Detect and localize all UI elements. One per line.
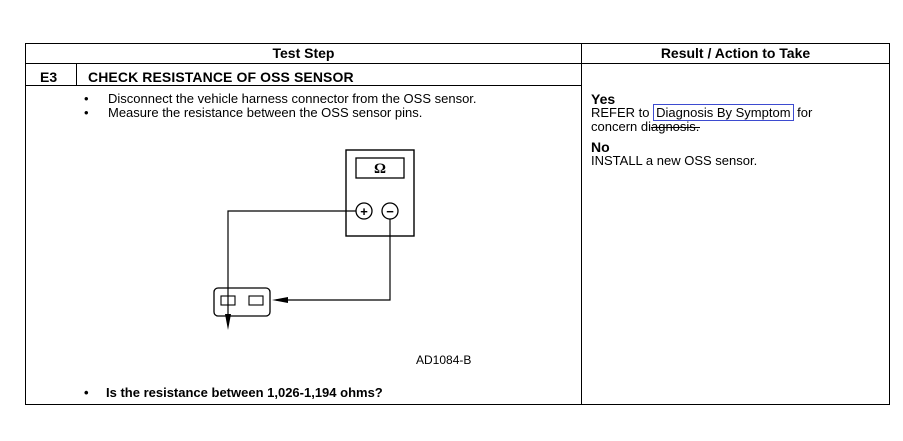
probe-tip-icon <box>272 297 288 303</box>
positive-lead-icon <box>227 210 356 324</box>
column-divider <box>581 44 583 404</box>
bullet-icon: • <box>84 91 89 106</box>
yes-action-line2: concern diagnosis. <box>591 120 881 134</box>
negative-lead-icon <box>276 219 391 301</box>
yes-line2-b: agnosis. <box>650 119 700 134</box>
list-item: • Disconnect the vehicle harness connect… <box>84 92 477 106</box>
yes-action: REFER to Diagnosis By Symptom for <box>591 104 881 121</box>
connector-pin-icon <box>248 295 264 306</box>
step-id: E3 <box>40 69 58 85</box>
ohmmeter-display-icon <box>355 157 405 179</box>
no-action: INSTALL a new OSS sensor. <box>591 153 758 168</box>
bullet-text: Measure the resistance between the OSS s… <box>108 105 423 120</box>
ohm-symbol: Ω <box>374 161 386 177</box>
ohmmeter-body-icon <box>345 149 415 237</box>
test-step-table: Test Step Result / Action to Take E3 CHE… <box>25 43 890 405</box>
ohmmeter-diagram: Ω + − <box>213 149 415 330</box>
yes-prefix: REFER to <box>591 105 650 120</box>
header-divider <box>26 63 889 65</box>
connector-pin-icon <box>220 295 236 306</box>
bullet-text: Disconnect the vehicle harness connector… <box>108 91 477 106</box>
bullet-list: • Disconnect the vehicle harness connect… <box>84 92 477 120</box>
no-label: No <box>591 139 610 155</box>
probe-tip-icon <box>225 314 231 330</box>
step-title-divider <box>26 85 582 87</box>
sensor-connector-icon <box>213 287 271 317</box>
header-result-action: Result / Action to Take <box>660 45 811 61</box>
bullet-icon: • <box>84 385 89 400</box>
plus-symbol: + <box>360 204 368 219</box>
question-text: Is the resistance between 1,026-1,194 oh… <box>106 385 383 400</box>
question-row: • Is the resistance between 1,026-1,194 o… <box>84 385 383 400</box>
yes-label: Yes <box>591 91 616 107</box>
yes-line2-a: concern di <box>591 119 651 134</box>
result-column: Yes REFER to Diagnosis By Symptom for co… <box>591 92 881 168</box>
list-item: • Measure the resistance between the OSS… <box>84 106 477 120</box>
minus-symbol: − <box>386 204 394 219</box>
header-test-step: Test Step <box>272 45 335 61</box>
step-title: CHECK RESISTANCE OF OSS SENSOR <box>88 69 354 85</box>
bullet-icon: • <box>84 105 89 120</box>
diagnosis-by-symptom-link[interactable]: Diagnosis By Symptom <box>653 104 794 121</box>
step-id-divider <box>76 63 78 86</box>
yes-suffix: for <box>797 105 813 120</box>
figure-label: AD1084-B <box>416 353 472 367</box>
